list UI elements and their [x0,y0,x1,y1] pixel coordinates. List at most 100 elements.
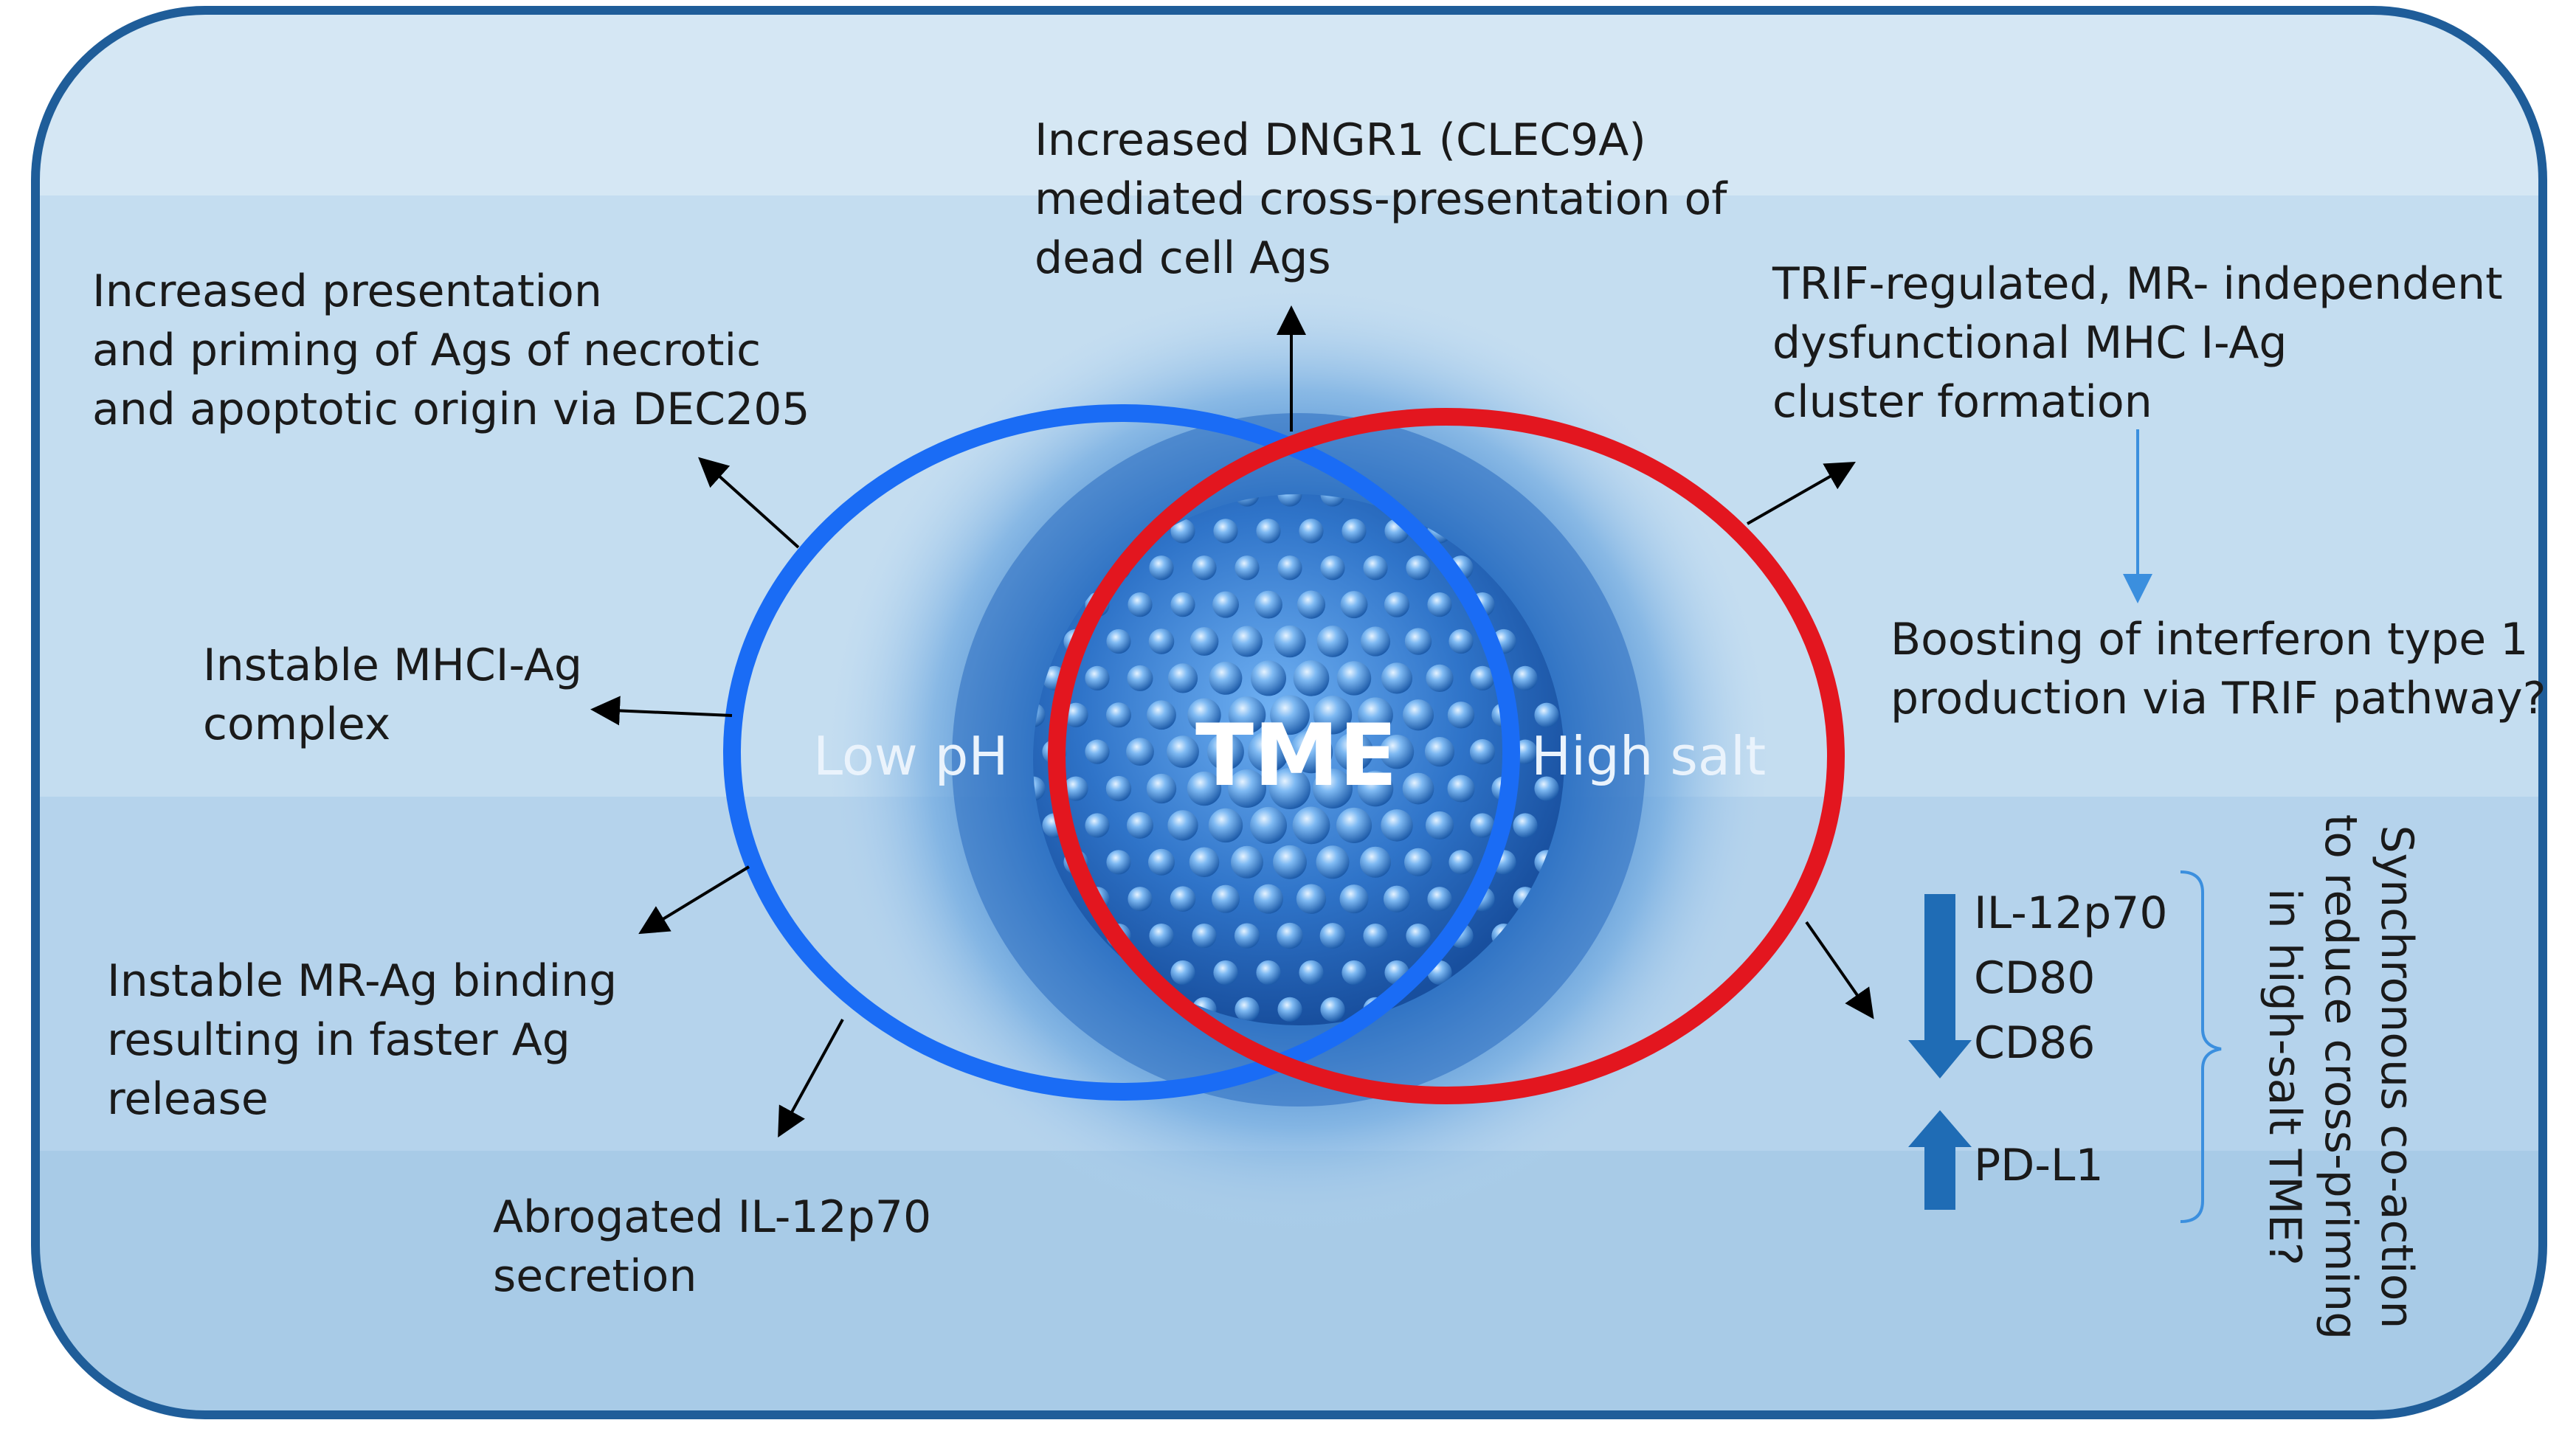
tumor-cell [1448,628,1474,654]
arrow-to-dec205 [698,457,800,549]
tumor-cell [1274,625,1306,658]
tumor-cell [1228,696,1266,734]
dec205-effect-label: Increased presentation and priming of Ag… [92,266,810,435]
tumor-cell [1187,698,1221,732]
tme-title: TME [1195,706,1398,806]
tumor-cell [1426,664,1454,693]
tumor-cell [1212,884,1240,913]
tumor-cell [1106,628,1131,654]
tumor-cell [1106,850,1131,875]
tumor-cell [1127,811,1153,839]
tumor-cell [1235,555,1260,581]
tumor-cell [1250,806,1287,844]
tumor-cell [1148,848,1175,876]
tumor-cell [1469,739,1496,765]
high-salt-label: High salt [1531,725,1767,787]
tumor-cell [1293,660,1330,696]
tumor-cell [1232,626,1263,657]
tumor-cell [1270,695,1310,735]
tumor-cell [1277,997,1302,1022]
tumor-cell [1427,592,1452,617]
tumor-cell [1513,665,1538,691]
tumor-cell [1427,887,1452,912]
tumor-cell [1128,592,1153,617]
tumor-cell [1248,731,1289,773]
tumor-cell [1363,923,1388,949]
tumor-cell [1406,555,1431,581]
tumor-cell [1358,697,1393,733]
tumor-cell [1359,846,1392,878]
tumor-cell [1187,771,1222,806]
tumor-cell [1316,845,1350,879]
marker-pd-l1: PD-L1 [1974,1140,2104,1191]
tumor-cell [1254,884,1283,914]
down-arrow-icon [1908,894,1972,1078]
up-arrow-icon [1908,1110,1972,1210]
tumor-cell [1534,702,1559,727]
tumor-cell [1381,809,1413,842]
tumor-cell [1147,700,1176,730]
mr-binding-effect-label: Instable MR-Ag binding resulting in fast… [107,955,618,1125]
tumor-cell [1167,735,1199,769]
tumor-cell [1063,776,1088,801]
interferon-effect-label: Boosting of interferon type 1 production… [1890,614,2546,724]
tumor-cell [1085,665,1110,691]
tumor-cell [1063,702,1088,727]
tumor-cell [1277,555,1302,581]
tumor-cell [1299,519,1324,544]
tumor-cell [1319,923,1346,949]
tumor-cell [1289,730,1333,774]
arrow-to-il12 [778,1019,844,1138]
tumor-cell [1404,848,1432,876]
tumor-cell [1128,887,1153,912]
arrow-to-trif-cluster [1747,462,1856,525]
tumor-cell [1402,772,1434,805]
trif-cluster-effect-label: TRIF-regulated, MR- independent dysfunct… [1772,258,2503,428]
tumor-cell [1402,699,1434,731]
tumor-cell [1170,519,1195,544]
tumor-cell [1357,770,1394,807]
tumor-cell [1192,555,1217,581]
tumor-cell [1299,960,1324,986]
tumor-cell [1379,734,1415,769]
marker-cd80: CD80 [1974,952,2096,1004]
tumor-cell [1336,807,1372,844]
high-salt-ring [1048,408,1845,1104]
tumor-cell [1105,775,1132,802]
low-ph-ring [723,404,1520,1101]
dngr1-effect-label: Increased DNGR1 (CLEC9A) mediated cross-… [1035,114,1727,284]
tumor-cell [1384,592,1410,617]
tumor-cell [1189,627,1219,656]
arrow-to-markers [1805,921,1874,1019]
tumor-cell [1127,665,1153,691]
tumor-cell [1085,813,1110,838]
tumor-cell [1534,776,1559,801]
tumor-cell [1363,555,1388,581]
tumor-cell [1213,519,1238,544]
tumor-cell [1470,813,1495,838]
tumor-cell [1231,845,1263,879]
tumor-cell [1192,923,1217,949]
mhci-effect-label: Instable MHCI-Ag complex [203,640,582,750]
tumor-cell [1470,665,1495,691]
marker-cd86: CD86 [1974,1017,2096,1069]
tumor-cell [1404,628,1432,655]
tumor-cell [1228,769,1266,808]
tumor-cell [1340,591,1368,619]
tumor-cell [1292,806,1330,845]
tumor-cell [1170,592,1195,617]
arrow-to-mhci [590,696,733,726]
tumor-cell [1149,555,1174,581]
tumor-cell [1254,590,1282,619]
tumor-cell [1447,702,1475,729]
tumor-cell [1148,628,1175,654]
tumor-cell [1234,923,1260,949]
tumor-cell [1167,663,1198,693]
tumor-cell [1336,661,1372,696]
tumor-cell [1320,997,1345,1022]
tumor-cell [1448,850,1474,875]
tumor-cell [1189,847,1220,878]
tumor-cell [1149,923,1174,949]
tumor-cell [1424,737,1455,767]
